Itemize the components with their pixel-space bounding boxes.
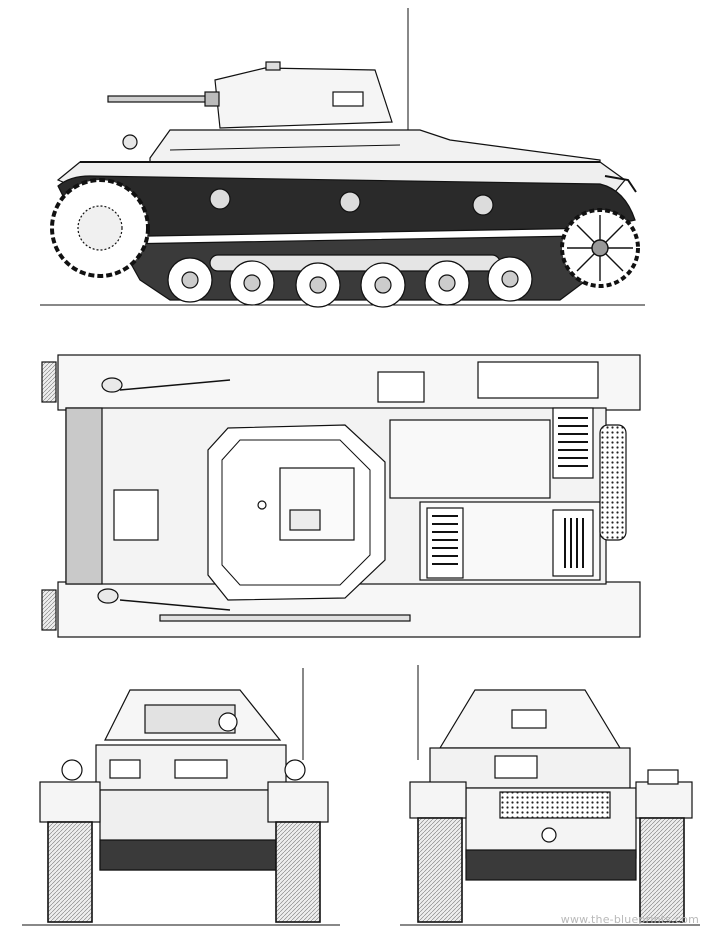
- engine-deck: [389, 419, 551, 499]
- rear-view: [400, 665, 700, 926]
- muffler: [599, 424, 627, 541]
- turret-center-mark: [257, 500, 267, 510]
- road-wheels: [167, 256, 533, 308]
- stowage-box: [477, 361, 599, 399]
- front-fender-left: [39, 781, 101, 823]
- front-headlight-right: [284, 759, 306, 781]
- engine-grille-slats: [558, 417, 588, 467]
- tool-rack: [169, 144, 401, 151]
- rear-tow-hook: [541, 827, 557, 843]
- turret: [214, 67, 393, 129]
- tool-bar: [159, 614, 411, 622]
- rear-turret-hatch: [511, 709, 547, 729]
- return-roller: [339, 191, 361, 213]
- stowage-box: [377, 371, 425, 403]
- idler-spokes: [567, 215, 633, 281]
- rear-track-left: [417, 817, 463, 923]
- driver-visor: [174, 759, 228, 779]
- intake-grille-slats: [432, 515, 458, 565]
- side-view: [40, 8, 645, 308]
- watermark-text: www.the-blueprints.com: [560, 913, 699, 926]
- rear-vent: [552, 509, 594, 577]
- front-vision-port: [109, 759, 141, 779]
- return-roller: [472, 194, 494, 216]
- rear-light: [647, 769, 679, 785]
- turret-hatch-inner: [289, 509, 321, 531]
- tow-cable: [119, 379, 231, 391]
- turret-inner: [221, 439, 371, 586]
- rear-fender-right: [635, 781, 693, 819]
- exhaust-pipe: [604, 175, 637, 193]
- top-glacis: [65, 407, 103, 585]
- gun-mantlet: [204, 91, 220, 107]
- turret-vision-port: [332, 91, 364, 107]
- front-view: [22, 668, 340, 926]
- rear-plate-box: [494, 755, 538, 779]
- rear-vent-slats: [564, 518, 584, 568]
- headlight-top: [101, 377, 123, 393]
- turret-cupola: [265, 61, 281, 71]
- headlight: [122, 134, 138, 150]
- intake-grille: [426, 507, 464, 579]
- tow-cable: [119, 599, 231, 611]
- front-track-left: [47, 821, 93, 923]
- rear-hull-shadow: [465, 849, 637, 881]
- headlight-top: [97, 588, 119, 604]
- top-view: [41, 354, 641, 638]
- front-gun-barrel: [218, 712, 238, 732]
- front-headlight-left: [61, 759, 83, 781]
- rear-muffler: [499, 791, 611, 819]
- return-roller: [209, 188, 231, 210]
- front-track-right: [275, 821, 321, 923]
- driver-hatch: [113, 489, 159, 541]
- drive-sprocket-hub: [77, 205, 123, 251]
- track-end-front-left: [41, 361, 57, 403]
- front-hull-shadow: [99, 839, 281, 871]
- rear-track-right: [639, 817, 685, 923]
- track-end-front-right: [41, 589, 57, 631]
- main-gun: [107, 95, 219, 103]
- rear-fender-left: [409, 781, 467, 819]
- front-fender-right: [267, 781, 329, 823]
